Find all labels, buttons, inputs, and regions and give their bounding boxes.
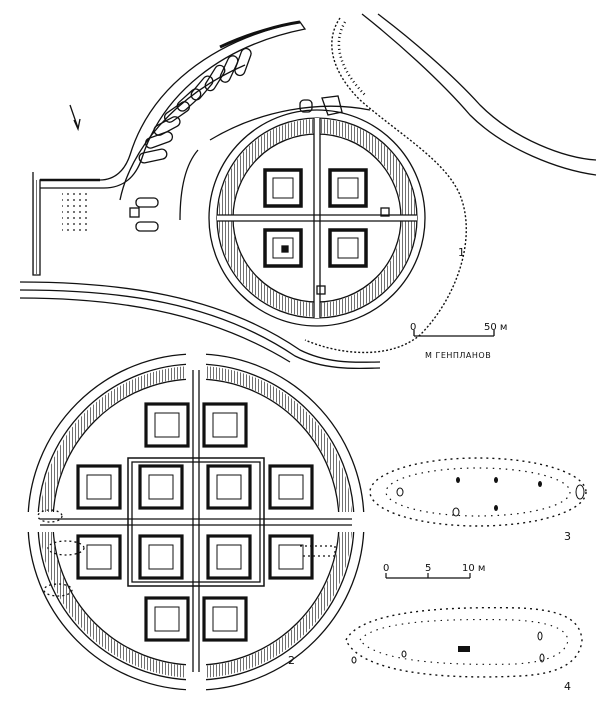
scale-2-mid: 5 xyxy=(425,563,431,574)
terrain-contour xyxy=(304,17,467,354)
scale-bar-1 xyxy=(413,330,495,337)
scale-2-start: 0 xyxy=(383,563,389,574)
ring-settlement-plan-1 xyxy=(208,95,426,327)
posthole-plan-4 xyxy=(345,606,583,678)
panel-label-4: 4 xyxy=(564,680,571,693)
scale-1-caption: М ГЕНПЛАНОВ xyxy=(425,351,491,360)
river xyxy=(361,13,597,176)
general-plan xyxy=(19,13,597,370)
scale-bar-2 xyxy=(385,573,471,579)
north-arrow-icon xyxy=(69,104,81,132)
panel-label-1: 1 xyxy=(458,246,465,259)
panel-label-3: 3 xyxy=(564,530,571,543)
panel-label-2: 2 xyxy=(288,654,295,667)
scale-1-end: 50 м xyxy=(484,322,507,333)
ring-settlement-plan-2 xyxy=(26,352,366,692)
house-grid xyxy=(37,402,336,642)
scale-1-start: 0 xyxy=(410,322,416,333)
outer-wall xyxy=(32,20,307,276)
house-row xyxy=(129,47,252,232)
stipple-area xyxy=(62,192,90,232)
scale-2-end: 10 м xyxy=(462,563,485,574)
posthole-plan-3 xyxy=(369,457,587,527)
